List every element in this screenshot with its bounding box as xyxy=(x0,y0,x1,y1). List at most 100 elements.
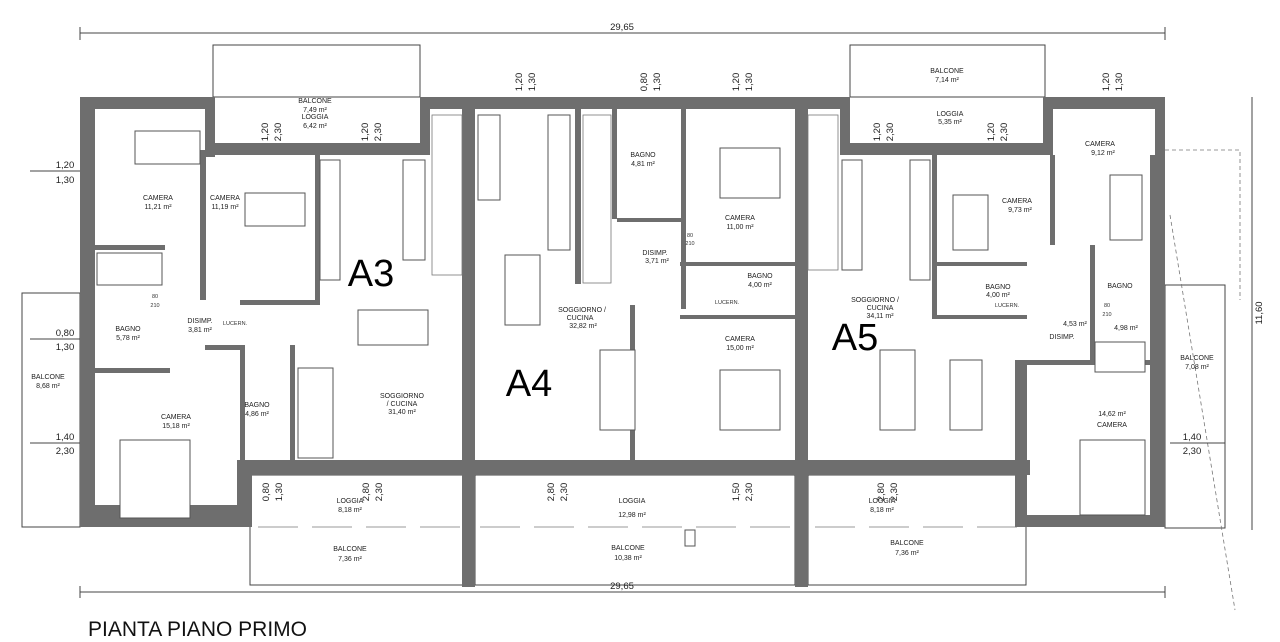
window-height: 2,30 xyxy=(999,123,1010,142)
room-name: BALCONE xyxy=(890,540,924,547)
window-height: 1,30 xyxy=(652,73,663,92)
window-height: 2,30 xyxy=(273,123,284,142)
room-name: CAMERA xyxy=(725,336,755,343)
dimension-bottom: 29,65 xyxy=(79,581,1166,598)
room-name: CUCINA xyxy=(867,305,894,312)
room-name: CAMERA xyxy=(725,215,755,222)
room-name: SOGGIORNO / xyxy=(851,297,899,304)
room-name: BAGNO xyxy=(747,273,773,280)
unit-label-a4: A4 xyxy=(506,363,552,405)
dimension-top: 29,65 xyxy=(79,22,1166,40)
window-height: 2,30 xyxy=(374,483,385,502)
window-width: 1,50 xyxy=(731,483,742,502)
window-dim: 0,801,30 xyxy=(30,328,80,353)
room-name: CAMERA xyxy=(1097,422,1127,429)
window-width: 1,20 xyxy=(260,123,271,142)
unit-a4-rooms: BAGNO 4,81 m² DISIMP. 3,71 m² CAMERA 11,… xyxy=(558,152,773,562)
room-area: 14,62 m² xyxy=(1098,411,1126,418)
room-name: LOGGIA xyxy=(619,498,646,505)
room-area: 11,00 m² xyxy=(726,224,754,231)
room-area: 7,08 m² xyxy=(1185,364,1209,371)
bathtub-icon xyxy=(96,252,163,286)
bed-icon xyxy=(1109,174,1143,241)
bed-icon xyxy=(719,369,781,431)
room-name: BALCONE xyxy=(611,545,645,552)
room-name: SOGGIORNO xyxy=(380,393,425,400)
door-width: 80 xyxy=(1104,303,1110,309)
room-name: BAGNO xyxy=(244,402,270,409)
room-name: LOGGIA xyxy=(937,111,964,118)
door-dimensions: 80 210 80 210 80 210 xyxy=(150,233,1111,318)
window-width: 1,20 xyxy=(872,123,883,142)
room-name: CAMERA xyxy=(143,195,173,202)
room-area: 7,49 m² xyxy=(303,107,327,114)
chimney-icon xyxy=(684,529,696,547)
room-name: LUCERN. xyxy=(715,300,740,306)
window-height: 1,30 xyxy=(56,342,75,353)
room-area: 10,38 m² xyxy=(614,555,642,562)
room-name: SOGGIORNO / xyxy=(558,307,606,314)
dining-table-icon xyxy=(949,359,983,431)
room-name: CAMERA xyxy=(1085,141,1115,148)
room-area: 7,36 m² xyxy=(338,556,362,563)
door-height: 210 xyxy=(685,241,694,247)
room-area: 4,00 m² xyxy=(748,282,772,289)
sofa-icon xyxy=(879,349,916,431)
room-area: 7,36 m² xyxy=(895,550,919,557)
room-area: 3,81 m² xyxy=(188,327,212,334)
furniture xyxy=(96,114,1146,547)
sofa-icon xyxy=(297,367,334,459)
room-area: 34,11 m² xyxy=(866,313,894,320)
room-area: 32,82 m² xyxy=(569,323,597,330)
window-width: 2,80 xyxy=(361,483,372,502)
bathtub-icon xyxy=(1094,341,1146,373)
bed-icon xyxy=(244,192,306,227)
window-width: 1,20 xyxy=(1101,73,1112,92)
door-height: 210 xyxy=(150,303,159,309)
bed-icon xyxy=(134,130,201,165)
window-width: 2,80 xyxy=(876,483,887,502)
room-area: 12,98 m² xyxy=(618,512,646,519)
room-area: 4,81 m² xyxy=(631,161,655,168)
window-height: 2,30 xyxy=(559,483,570,502)
dining-table-icon xyxy=(504,254,541,326)
stairs-icon xyxy=(431,114,839,284)
overall-width-label-bottom: 29,65 xyxy=(610,581,634,592)
window-width: 1,40 xyxy=(1183,432,1202,443)
room-name: CUCINA xyxy=(567,315,594,322)
room-area: 15,00 m² xyxy=(726,345,754,352)
window-width: 1,20 xyxy=(514,73,525,92)
window-height: 2,30 xyxy=(56,446,75,457)
window-width: 1,20 xyxy=(56,160,75,171)
door-height: 210 xyxy=(1102,312,1111,318)
bed-icon xyxy=(119,439,191,519)
window-width: 1,20 xyxy=(731,73,742,92)
window-dim: 1,40 2,30 xyxy=(1170,432,1225,457)
room-name: LOGGIA xyxy=(337,498,364,505)
room-name: CAMERA xyxy=(210,195,240,202)
room-area: 5,78 m² xyxy=(116,335,140,342)
unit-label-a3: A3 xyxy=(348,253,394,295)
sofa-icon xyxy=(599,349,636,431)
window-height: 2,30 xyxy=(744,483,755,502)
room-area: 15,18 m² xyxy=(162,423,190,430)
window-width: 2,80 xyxy=(546,483,557,502)
room-area: 7,14 m² xyxy=(935,77,959,84)
window-height: 2,30 xyxy=(1183,446,1202,457)
room-area: 5,35 m² xyxy=(938,119,962,126)
window-width: 0,80 xyxy=(261,483,272,502)
